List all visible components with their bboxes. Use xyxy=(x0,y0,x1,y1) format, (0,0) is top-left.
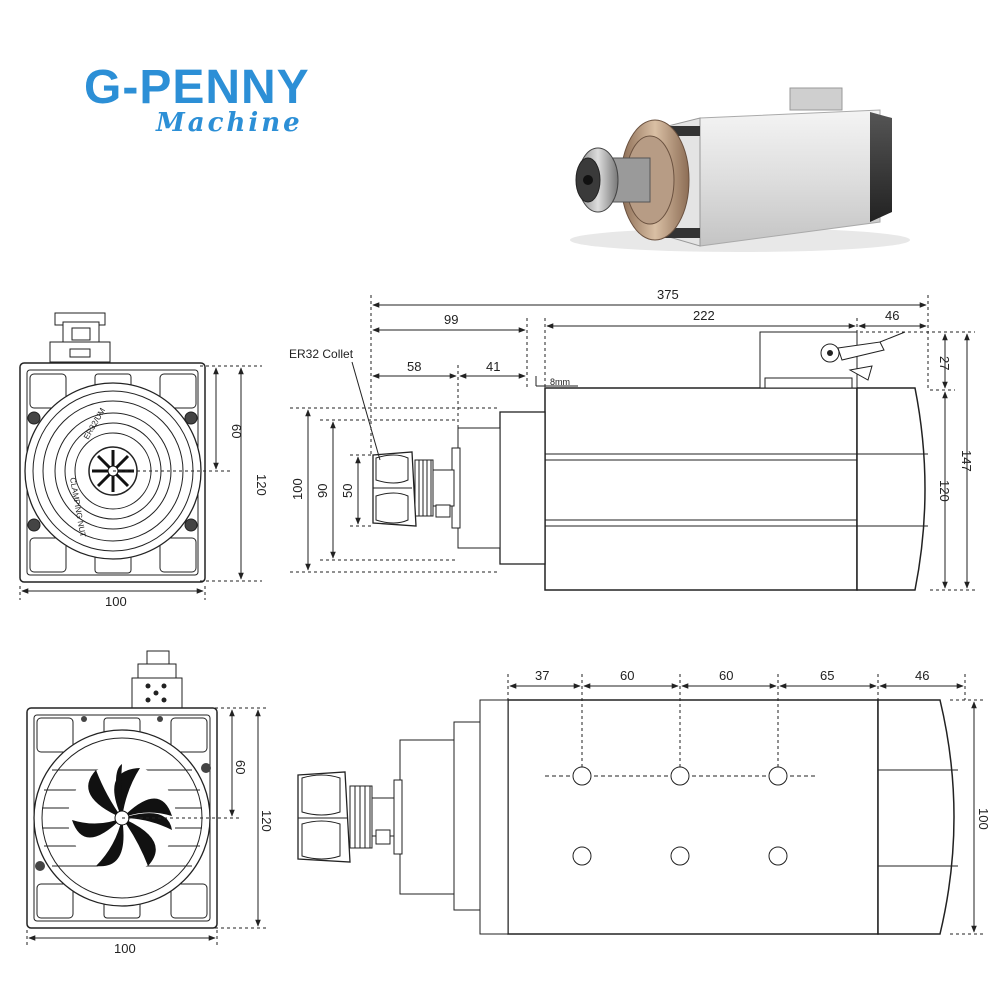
front-dim-100: 100 xyxy=(105,594,127,609)
side-dim-90: 90 xyxy=(315,484,330,498)
brand-tagline: Machine xyxy=(156,108,303,138)
side-dim-27: 27 xyxy=(937,356,952,370)
bottom-dim-46: 46 xyxy=(915,668,929,683)
bottom-dim-37: 37 xyxy=(535,668,549,683)
spindle-product-photo xyxy=(570,87,910,252)
side-dim-50: 50 xyxy=(340,484,355,498)
side-dim-375: 375 xyxy=(657,287,679,302)
side-dim-46: 46 xyxy=(885,308,899,323)
front-view: ER32/UM CLAMPING NUT 60 120 100 xyxy=(19,312,269,609)
brand-name: G-PENNY xyxy=(84,61,310,114)
bottom-dim-60a: 60 xyxy=(620,668,634,683)
bottom-dim-65: 65 xyxy=(820,668,834,683)
rear-dim-60: 60 xyxy=(233,760,248,774)
side-dim-120: 120 xyxy=(937,480,952,502)
side-dim-99: 99 xyxy=(444,312,458,327)
rear-dim-120: 120 xyxy=(259,810,274,832)
bottom-view: 37 60 60 65 46 100 xyxy=(297,668,991,935)
front-dim-120: 120 xyxy=(254,474,269,496)
side-dim-147: 147 xyxy=(959,450,974,472)
brand-logo: G-PENNY Machine xyxy=(84,60,344,150)
side-dim-41: 41 xyxy=(486,359,500,374)
side-view: ER32 Collet 375 99 222 46 58 41 8mm xyxy=(289,287,975,591)
side-dim-222: 222 xyxy=(693,308,715,323)
rear-dim-100: 100 xyxy=(114,941,136,956)
side-dim-58: 58 xyxy=(407,359,421,374)
rear-view: 60 120 100 xyxy=(26,650,274,956)
side-dim-100: 100 xyxy=(290,478,305,500)
bottom-dim-100: 100 xyxy=(976,808,991,830)
collet-label: ER32 Collet xyxy=(289,347,354,361)
side-dim-8mm: 8mm xyxy=(550,377,570,387)
front-dim-60: 60 xyxy=(229,424,244,438)
bottom-dim-60b: 60 xyxy=(719,668,733,683)
